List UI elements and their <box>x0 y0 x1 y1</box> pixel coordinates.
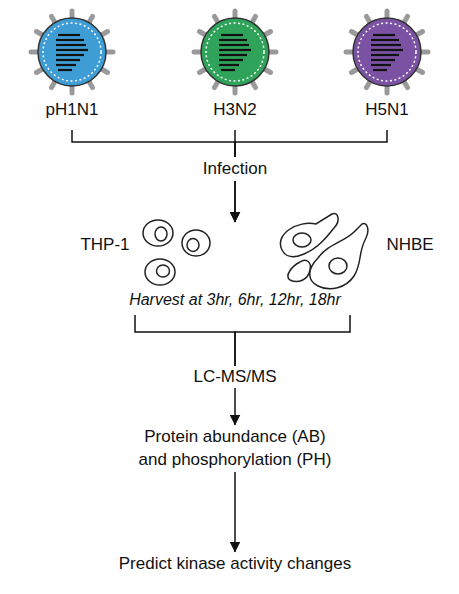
virus-icon <box>194 11 276 93</box>
step-node: LC-MS/MS <box>165 366 305 388</box>
virus-icon <box>346 11 428 93</box>
thp1-cells <box>143 220 210 285</box>
virus-node: H5N1 <box>337 5 437 130</box>
flow-connector <box>135 315 235 366</box>
note-label: Harvest at 3hr, 6hr, 12hr, 18hr <box>60 291 410 309</box>
nhbe-cells <box>280 213 367 288</box>
flow-connector <box>235 315 350 366</box>
flow-connector <box>234 472 236 552</box>
node-label: H5N1 <box>337 99 437 122</box>
step-text: Predict kinase activity changes <box>119 553 351 576</box>
flow-connector <box>234 130 236 157</box>
node-label: NHBE <box>370 234 450 257</box>
step-text: Infection <box>203 158 267 181</box>
node-label: H3N2 <box>185 99 285 122</box>
step-node: Infection <box>175 157 295 181</box>
step-text: LC-MS/MS <box>193 366 276 389</box>
flow-connector <box>234 388 236 425</box>
virus-icon <box>31 11 113 93</box>
step-text: Protein abundance (AB) and phosphorylati… <box>132 426 338 472</box>
virus-node: pH1N1 <box>22 5 122 130</box>
virus-node: H3N2 <box>185 5 285 130</box>
node-label: THP-1 <box>60 234 150 257</box>
flow-connector <box>234 181 236 222</box>
flow-connector <box>72 130 235 157</box>
step-node: Predict kinase activity changes <box>50 552 420 576</box>
flow-connector <box>235 130 387 157</box>
node-label: pH1N1 <box>22 99 122 122</box>
step-node: Protein abundance (AB) and phosphorylati… <box>132 425 338 472</box>
flow-connector <box>234 181 236 222</box>
